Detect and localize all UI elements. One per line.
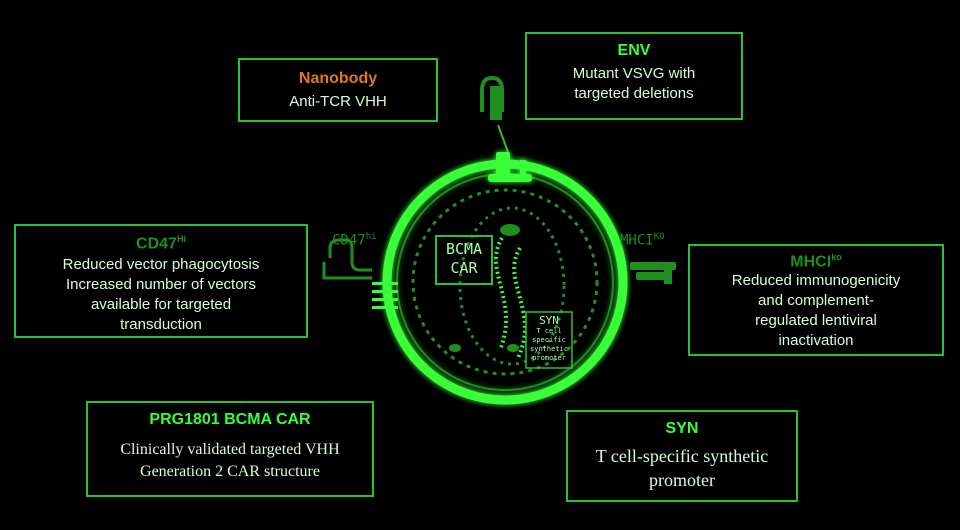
mhci-line-1: Reduced immunogenicity xyxy=(731,272,901,290)
syn-inner-title: SYN xyxy=(539,314,559,327)
nanobody-box: Nanobody Anti-TCR VHH xyxy=(238,58,438,122)
cd47-line-2: Increased number of vectors xyxy=(65,276,257,294)
mhci-protein-icon xyxy=(630,262,676,284)
cd47-side-label: CD47hi xyxy=(332,232,377,249)
viral-envelope xyxy=(382,159,628,405)
cd47-membrane-anchors xyxy=(372,282,398,309)
syn-line-1: T cell-specific synthetic xyxy=(595,446,769,466)
nanobody-title: Nanobody xyxy=(298,70,378,87)
mhci-line-3: regulated lentiviral xyxy=(755,312,877,330)
bcma-car-line1: BCMA xyxy=(445,240,483,258)
bcma-car-inner-box xyxy=(435,235,493,285)
mhci-line-2: and complement- xyxy=(758,292,874,310)
cd47-title-text: CD47 xyxy=(136,235,177,253)
cd47-title: CD47Hi xyxy=(16,234,306,253)
prg-line-1: Clinically validated targeted VHH xyxy=(120,441,340,458)
env-glycoprotein-icon xyxy=(488,152,532,182)
cd47-line-4: transduction xyxy=(120,316,202,334)
mhci-side-sup: KO xyxy=(653,232,665,242)
prg-box: PRG1801 BCMA CAR Clinically validated ta… xyxy=(86,401,374,497)
mhci-side-label: MHCIKO xyxy=(620,232,665,249)
connector-lines xyxy=(497,124,509,153)
syn-inner-box xyxy=(525,311,573,369)
syn-title: SYN xyxy=(665,420,699,437)
mhci-title-sup: ko xyxy=(831,252,842,262)
syn-inner-label: SYN T cell specific synthetic promoter xyxy=(527,314,571,363)
bcma-car-inner-label: BCMA CAR xyxy=(438,240,490,278)
cd47-line-3: available for targeted xyxy=(90,296,232,314)
cd47-box: CD47Hi Reduced vector phagocytosis Incre… xyxy=(14,224,308,338)
mhci-side-text: MHCI xyxy=(620,232,654,249)
bcma-car-line2: CAR xyxy=(450,259,478,277)
syn-box: SYN T cell-specific synthetic promoter xyxy=(566,410,798,502)
syn-line-2: promoter xyxy=(649,470,715,490)
nanobody-line-1: Anti-TCR VHH xyxy=(289,93,387,110)
rna-strands-icon xyxy=(494,236,527,359)
syn-inner-line-4: promoter xyxy=(532,354,566,362)
mhci-title-text: MHCI xyxy=(790,253,832,271)
mhci-line-4: inactivation xyxy=(778,332,854,350)
syn-inner-line-1: T cell xyxy=(536,327,562,335)
cd47-title-sup: Hi xyxy=(176,234,186,244)
syn-inner-line-2: specific xyxy=(532,336,566,344)
capsid-protein-icon xyxy=(449,224,520,352)
cd47-side-text: CD47 xyxy=(332,232,366,249)
cd47-protein-icon xyxy=(322,238,372,280)
env-line-2: targeted deletions xyxy=(574,85,694,102)
env-title: ENV xyxy=(617,42,651,59)
syn-inner-line-3: synthetic xyxy=(530,345,568,353)
prg-line-2: Generation 2 CAR structure xyxy=(140,463,320,480)
cd47-line-1: Reduced vector phagocytosis xyxy=(62,256,260,274)
env-line-1: Mutant VSVG with xyxy=(572,65,696,82)
mhci-box: MHCIko Reduced immunogenicity and comple… xyxy=(688,244,944,356)
prg-title: PRG1801 BCMA CAR xyxy=(149,411,311,428)
env-box: ENV Mutant VSVG with targeted deletions xyxy=(525,32,743,120)
mhci-title: MHCIko xyxy=(690,252,942,271)
nanobody-icon xyxy=(480,75,504,120)
inner-capsid xyxy=(411,188,599,376)
cd47-side-sup: hi xyxy=(365,232,377,242)
